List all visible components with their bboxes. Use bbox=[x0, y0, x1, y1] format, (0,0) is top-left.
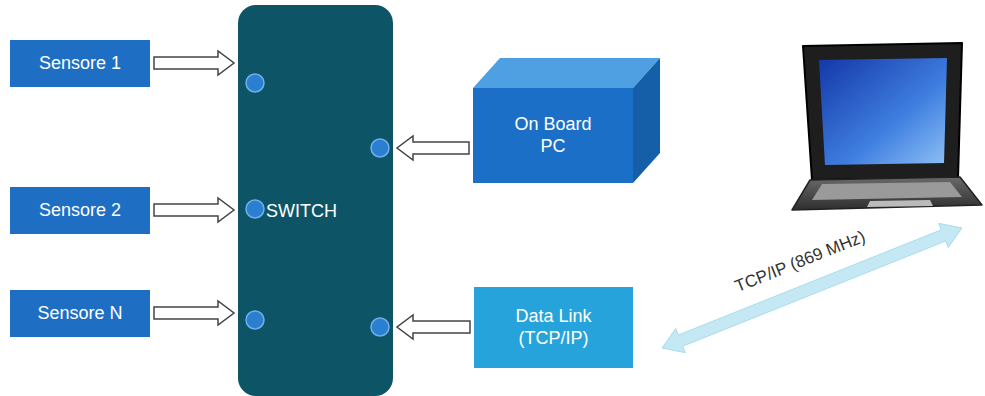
wireless-link-arrow bbox=[662, 223, 962, 352]
block-arrow bbox=[397, 315, 470, 339]
sensor-box: Sensore 2 bbox=[10, 187, 150, 234]
node-label: Data Link (TCP/IP) bbox=[499, 306, 609, 349]
sensor-box: Sensore 1 bbox=[10, 40, 150, 87]
port bbox=[246, 74, 264, 92]
block-arrow bbox=[154, 198, 234, 222]
computer-box: On Board PC bbox=[473, 88, 633, 183]
node-label: Sensore 1 bbox=[39, 53, 121, 75]
pc-side-face bbox=[633, 58, 660, 183]
laptop-icon bbox=[792, 43, 982, 210]
node-label: Sensore N bbox=[37, 303, 122, 325]
node-label: SWITCH bbox=[266, 201, 337, 223]
port bbox=[246, 311, 264, 329]
port bbox=[371, 139, 389, 157]
block-arrow bbox=[154, 301, 234, 325]
network-switch: SWITCH bbox=[238, 5, 393, 396]
pc-top-face bbox=[473, 58, 660, 88]
sensor-box: Sensore N bbox=[10, 290, 150, 337]
port bbox=[246, 200, 264, 218]
switch-body bbox=[238, 5, 393, 396]
port bbox=[371, 318, 389, 336]
radio-link-box: Data Link (TCP/IP) bbox=[474, 287, 633, 368]
node-label: Sensore 2 bbox=[39, 200, 121, 222]
block-arrow bbox=[154, 51, 234, 75]
block-arrow bbox=[397, 136, 469, 160]
switch-ports bbox=[246, 74, 389, 336]
node-label: On Board PC bbox=[503, 114, 603, 157]
